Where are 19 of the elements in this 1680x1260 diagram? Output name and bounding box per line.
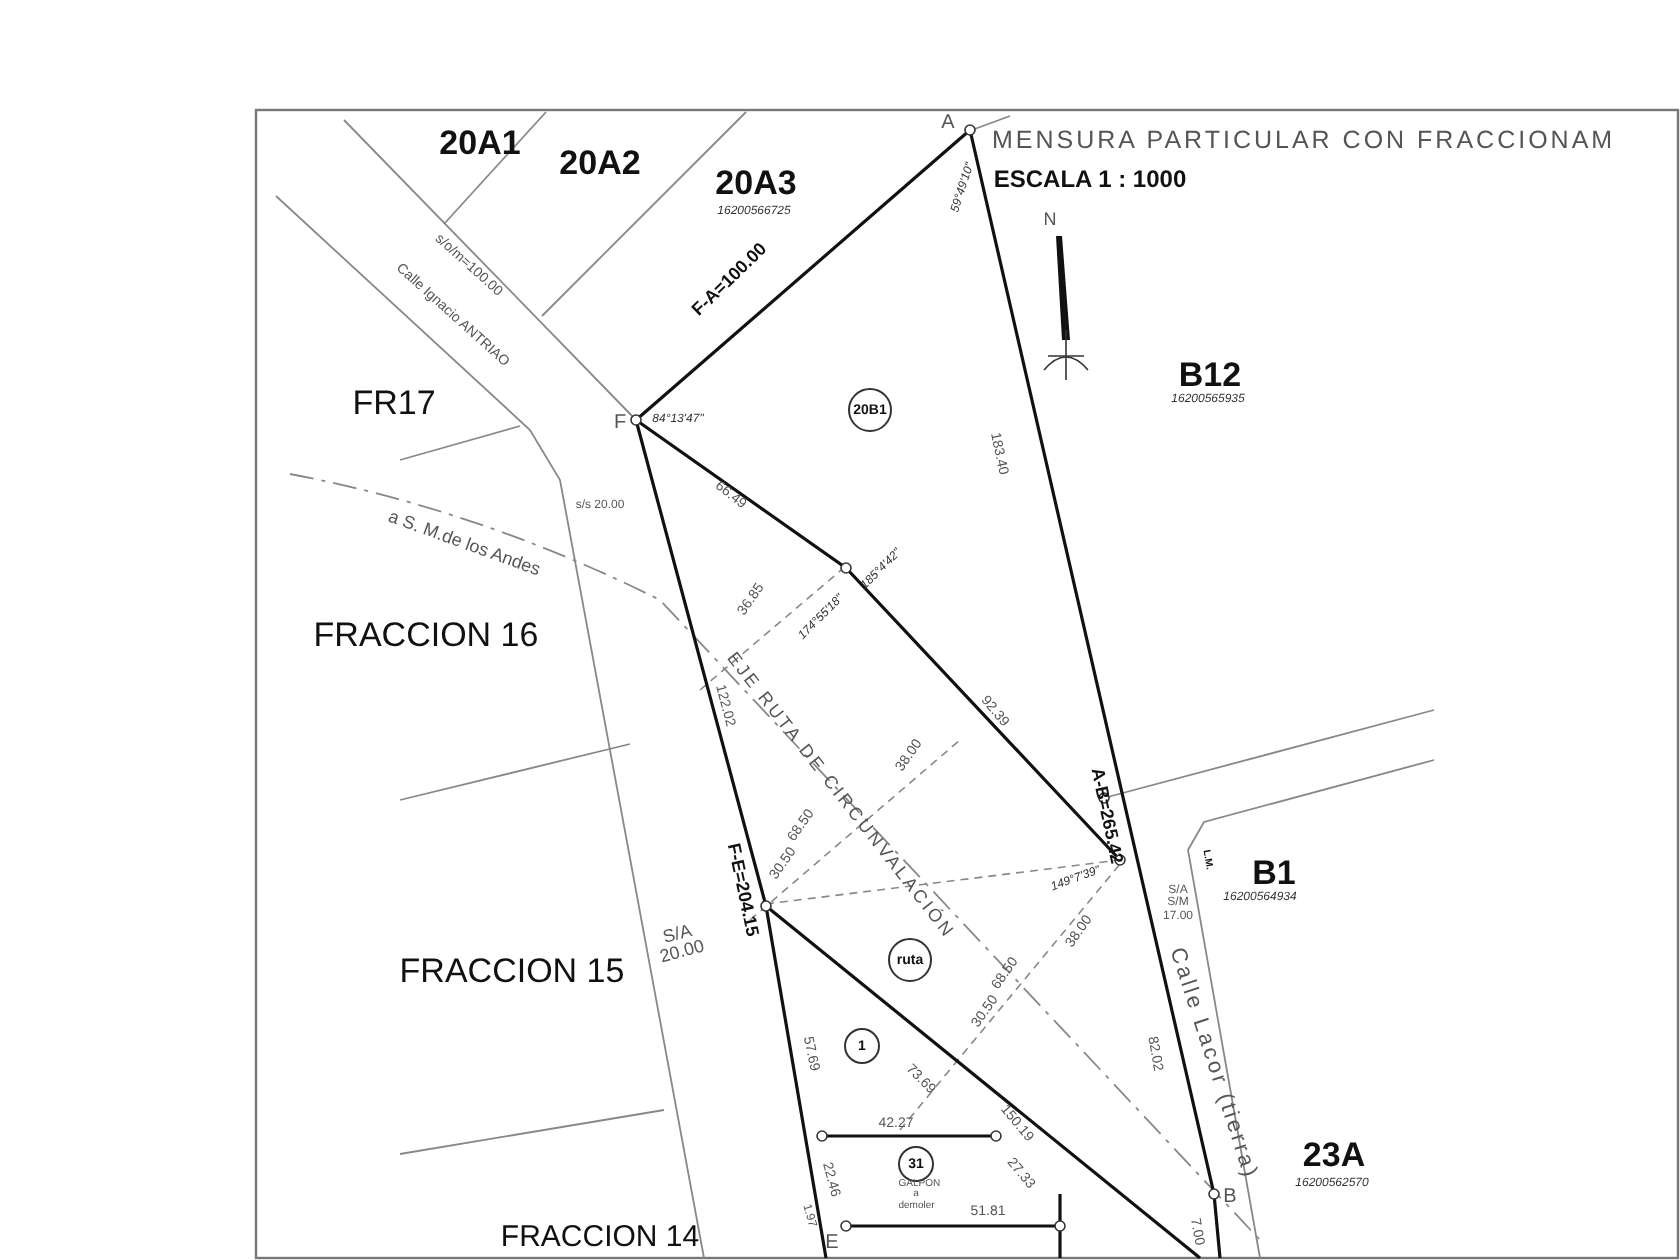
- parcel-label: B1: [1252, 856, 1296, 892]
- vertex-label: A: [941, 113, 955, 135]
- dimension-label: S/A 20.00: [655, 918, 709, 971]
- plan-title: MENSURA PARTICULAR CON FRACCIONAM: [992, 126, 1616, 154]
- parcel-label: B12: [1178, 358, 1242, 394]
- north-label: N: [1043, 210, 1057, 230]
- vertex-label: E: [825, 1233, 839, 1255]
- road-direction-label: a S. M.de los Andes: [385, 507, 543, 581]
- parcel-label: 20A1: [439, 126, 521, 162]
- vertex-label: B: [1223, 1187, 1237, 1209]
- parcel-label: FRACCION 14: [500, 1222, 700, 1254]
- vertex-label: F: [613, 413, 627, 435]
- scale-label: ESCALA 1 : 1000: [993, 167, 1187, 193]
- parcel-label: FRACCION 15: [399, 954, 625, 990]
- parcel-label: 23A: [1302, 1138, 1366, 1174]
- parcel-label: 20A3: [715, 166, 797, 202]
- parcel-label: 20A2: [559, 146, 641, 182]
- parcel-label: FRACCION 16: [313, 618, 539, 654]
- parcel-label: FR17: [352, 386, 436, 422]
